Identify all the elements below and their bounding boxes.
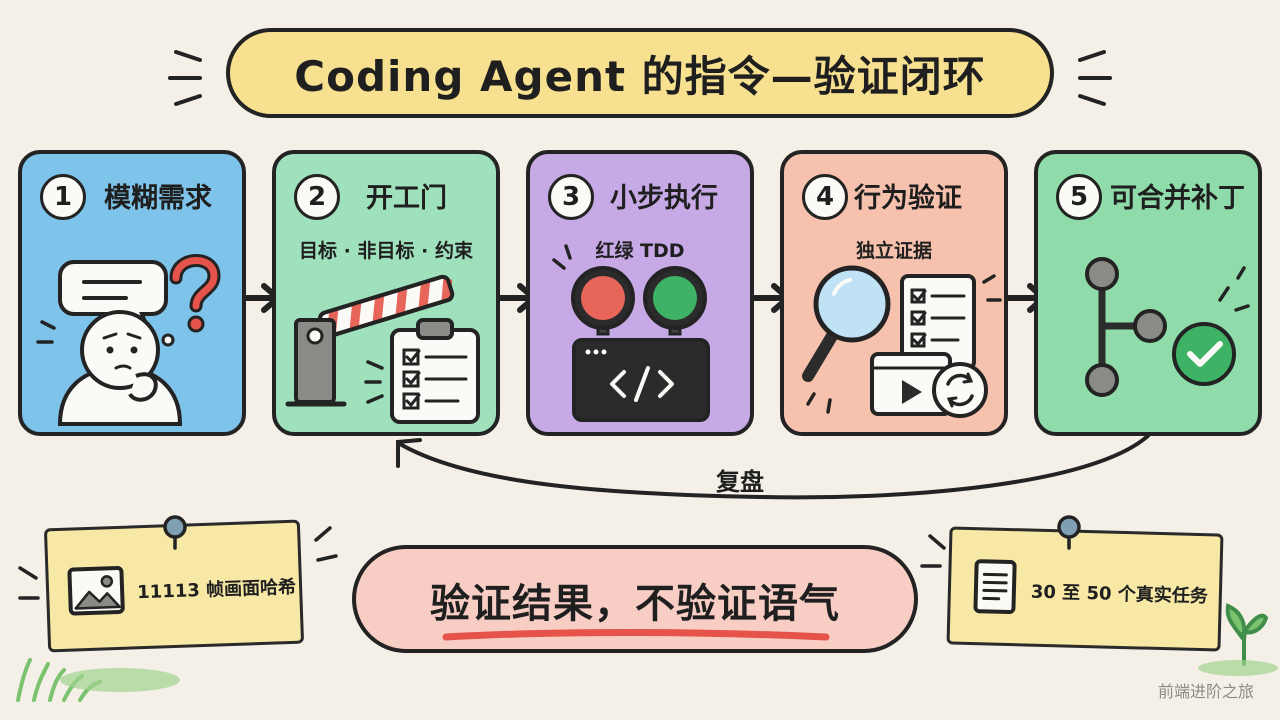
step-label-1: 模糊需求 bbox=[104, 183, 212, 214]
git-merge-icon bbox=[1085, 257, 1250, 397]
gate-barrier-icon bbox=[285, 274, 480, 424]
page-title: Coding Agent 的指令—验证闭环 bbox=[226, 28, 1054, 118]
note-right-text: 30 至 50 个真实任务 bbox=[1030, 581, 1209, 608]
behavior-verify-icon bbox=[802, 265, 1002, 418]
step-number-3: 3 bbox=[548, 174, 594, 220]
step-card-2: 2 开工门 目标 · 非目标 · 约束 bbox=[272, 150, 500, 436]
pushpin-icon bbox=[1057, 515, 1081, 550]
tdd-lights-icon bbox=[552, 244, 710, 422]
step-card-4: 4 行为验证 独立证据 bbox=[780, 150, 1008, 436]
code-terminal-icon bbox=[572, 338, 710, 422]
step-label-5: 可合并补丁 bbox=[1110, 183, 1245, 214]
step-card-5: 5 可合并补丁 bbox=[1034, 150, 1262, 436]
magnifier-icon bbox=[813, 265, 891, 343]
refresh-icon bbox=[932, 362, 988, 418]
step-number-2: 2 bbox=[294, 174, 340, 220]
step-label-2: 开工门 bbox=[366, 183, 447, 214]
confused-person-icon bbox=[36, 254, 221, 426]
slogan-text: 验证结果，不验证语气 bbox=[430, 581, 840, 627]
step-number-5: 5 bbox=[1056, 174, 1102, 220]
note-left-text: 11113 帧画面哈希 bbox=[136, 576, 297, 604]
step-card-1: 1 模糊需求 bbox=[18, 150, 246, 436]
watermark: 前端进阶之旅 bbox=[1157, 682, 1254, 701]
step-number-1: 1 bbox=[40, 174, 86, 220]
title-sparkles bbox=[168, 50, 1112, 106]
step-sub-4: 独立证据 bbox=[855, 240, 932, 262]
note-right: 30 至 50 个真实任务 bbox=[946, 526, 1224, 652]
slogan-underline bbox=[442, 629, 830, 641]
pushpin-icon bbox=[163, 515, 187, 550]
check-circle-icon bbox=[1172, 322, 1236, 386]
image-icon bbox=[67, 565, 125, 616]
slogan-pill: 验证结果，不验证语气 bbox=[352, 545, 918, 653]
red-light-icon bbox=[581, 276, 625, 320]
step-card-3: 3 小步执行 红绿 TDD bbox=[526, 150, 754, 436]
retro-loop-arrow bbox=[396, 430, 1154, 500]
green-light-icon bbox=[653, 276, 697, 320]
step-sub-3: 红绿 TDD bbox=[595, 240, 685, 262]
step-number-4: 4 bbox=[802, 174, 848, 220]
retro-label: 复盘 bbox=[716, 468, 764, 496]
document-icon bbox=[973, 559, 1017, 615]
step-sub-2: 目标 · 非目标 · 约束 bbox=[299, 240, 473, 262]
note-left: 11113 帧画面哈希 bbox=[43, 519, 305, 653]
step-label-4: 行为验证 bbox=[854, 183, 962, 214]
step-label-3: 小步执行 bbox=[610, 183, 718, 214]
sprout-right bbox=[1225, 603, 1269, 666]
